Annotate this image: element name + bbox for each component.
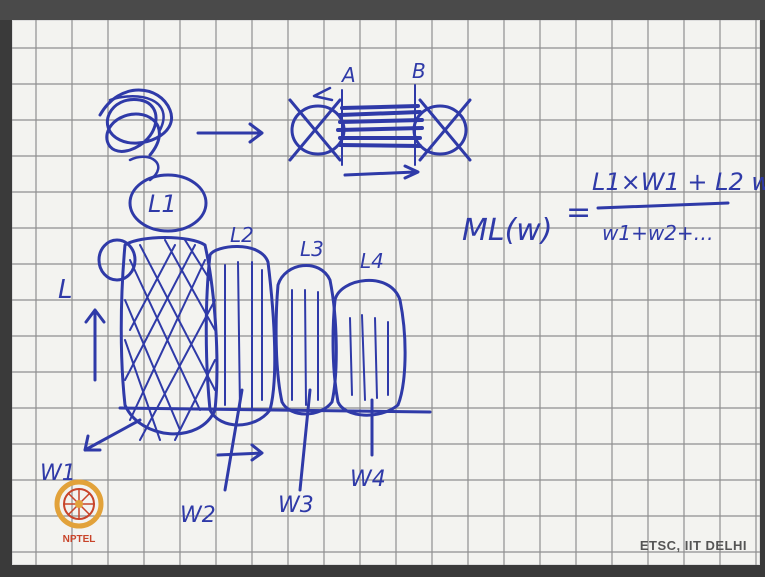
- fibre-head-small: [97, 238, 137, 282]
- fraction-bar: [596, 201, 730, 210]
- weight-pointers: [216, 388, 374, 492]
- camera-border: [0, 0, 765, 20]
- grid-paper: [12, 20, 760, 565]
- segment-l4: [331, 278, 407, 417]
- label-L3: L3: [300, 237, 324, 261]
- equation-numerator: L1×W1 + L2 w…: [592, 168, 765, 196]
- fibre-tangle-sketch: [98, 88, 174, 182]
- equation-equals: =: [566, 195, 591, 230]
- equation-denominator: w1+w2+…: [602, 221, 714, 245]
- segment-l3: [274, 264, 338, 416]
- label-L-axis: L: [58, 275, 73, 305]
- aligned-bundle-sketch: [288, 84, 472, 180]
- label-W2: W2: [180, 503, 216, 528]
- label-W4: W4: [350, 467, 386, 492]
- equation-lhs: ML(w): [462, 213, 553, 248]
- label-L2: L2: [230, 223, 254, 247]
- nptel-logo-text: NPTEL: [63, 534, 96, 545]
- label-L4: L4: [360, 249, 384, 273]
- watermark-text: ETSC, IIT DELHI: [639, 538, 747, 553]
- label-A: A: [340, 63, 356, 87]
- axes-sketch: [83, 308, 432, 452]
- nptel-logo: NPTEL: [54, 479, 104, 545]
- label-L1: L1: [148, 190, 177, 218]
- l1-callout: [128, 173, 208, 233]
- align-arrow: [196, 122, 264, 144]
- label-W3: W3: [278, 493, 314, 518]
- label-B: B: [412, 59, 426, 83]
